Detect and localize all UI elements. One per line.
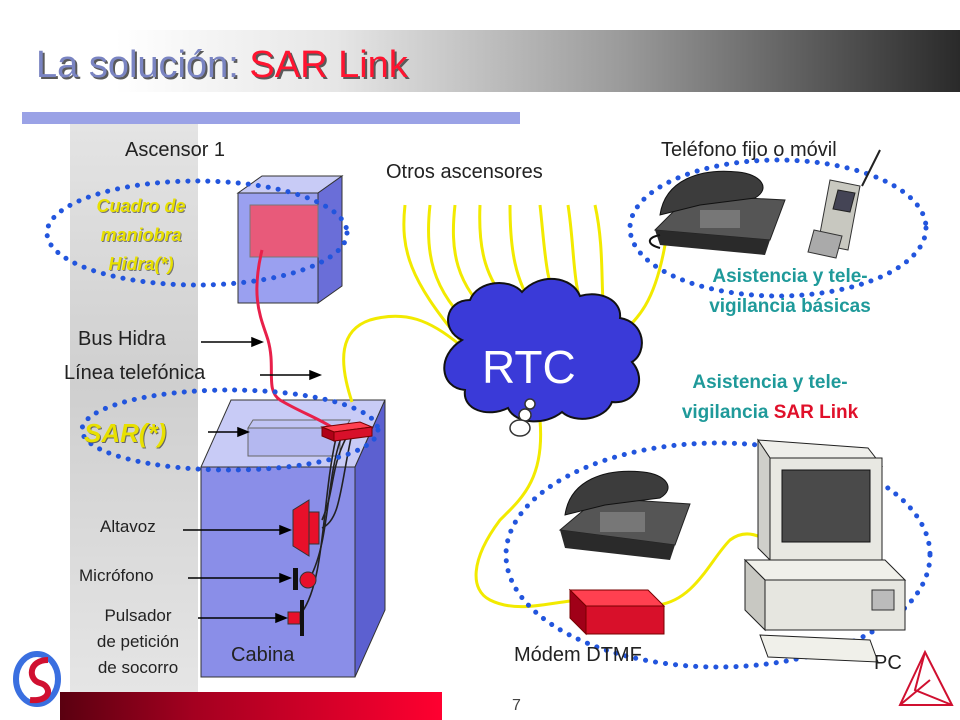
label-arrows <box>183 336 323 624</box>
grouping-ellipses <box>44 157 933 670</box>
control-panel-label-line1: Cuadro de <box>96 196 186 216</box>
emergency-button-label: Pulsador de petición de socorro <box>82 603 194 681</box>
sarlink-line2-text: vigilancia <box>681 402 774 423</box>
pc-icon <box>743 438 907 663</box>
control-panel-label: Cuadro de maniobra Hidra(*) <box>56 192 226 279</box>
control-box <box>236 175 344 304</box>
modem-icon <box>568 588 666 636</box>
rtc-label: RTC <box>482 341 576 393</box>
title-bar-background <box>0 30 960 92</box>
control-panel-label-line3: Hidra(*) <box>108 254 174 274</box>
mobile-phone-icon <box>807 149 881 259</box>
desk-phone-icon <box>648 170 786 255</box>
elevator-cabin <box>200 399 386 678</box>
bus-cable <box>255 249 334 430</box>
other-elevators-label: Otros ascensores <box>386 161 543 183</box>
sarlink-assistance-line2: vigilancia SAR Link <box>630 398 910 428</box>
emergency-button-line3: de socorro <box>97 658 179 677</box>
cloud-icon <box>443 277 643 437</box>
basic-assistance-line2: vigilancia básicas <box>709 296 871 317</box>
emergency-button-line2: de petición <box>96 632 180 651</box>
title-part-1: La solución: <box>36 44 239 86</box>
speaker-label: Altavoz <box>100 517 156 536</box>
title-part-2: SAR Link <box>249 44 408 86</box>
cabin-label: Cabina <box>231 644 295 666</box>
push-button-icon <box>287 600 304 636</box>
bus-label: Bus Hidra <box>78 328 166 350</box>
page-number: 7 <box>512 697 521 714</box>
desk-phone-icon-2 <box>558 470 691 560</box>
microphone-icon <box>293 568 317 590</box>
sarlink-assistance-line1: Asistencia y tele- <box>692 372 848 393</box>
left-decorative-stripe <box>70 124 198 704</box>
company-logo-icon <box>13 651 61 707</box>
title-underline <box>22 112 520 124</box>
elevator-label: Ascensor 1 <box>125 139 226 161</box>
phone-cables <box>342 204 792 609</box>
basic-assistance-line1: Asistencia y tele- <box>712 266 868 287</box>
pc-label: PC <box>874 652 902 674</box>
phone-label: Teléfono fijo o móvil <box>661 139 837 161</box>
sar-device <box>320 421 374 442</box>
modem-label: Módem DTMF <box>514 644 642 666</box>
sarlink-line2-highlight: SAR Link <box>773 402 859 423</box>
slide-title: La solución: SAR Link <box>36 44 408 87</box>
microphone-label: Micrófono <box>79 566 154 585</box>
emergency-button-line1: Pulsador <box>104 606 172 625</box>
basic-assistance-label: Asistencia y tele- vigilancia básicas <box>650 262 930 322</box>
bottom-decorative-bar <box>60 692 442 720</box>
triangle-logo-icon <box>898 649 954 706</box>
phone-line-label: Línea telefónica <box>64 362 206 384</box>
sar-label: SAR(*) <box>84 418 167 448</box>
control-panel-label-line2: maniobra <box>100 225 182 245</box>
sarlink-assistance-label: Asistencia y tele- vigilancia SAR Link <box>630 368 910 428</box>
speaker-icon <box>292 499 320 557</box>
